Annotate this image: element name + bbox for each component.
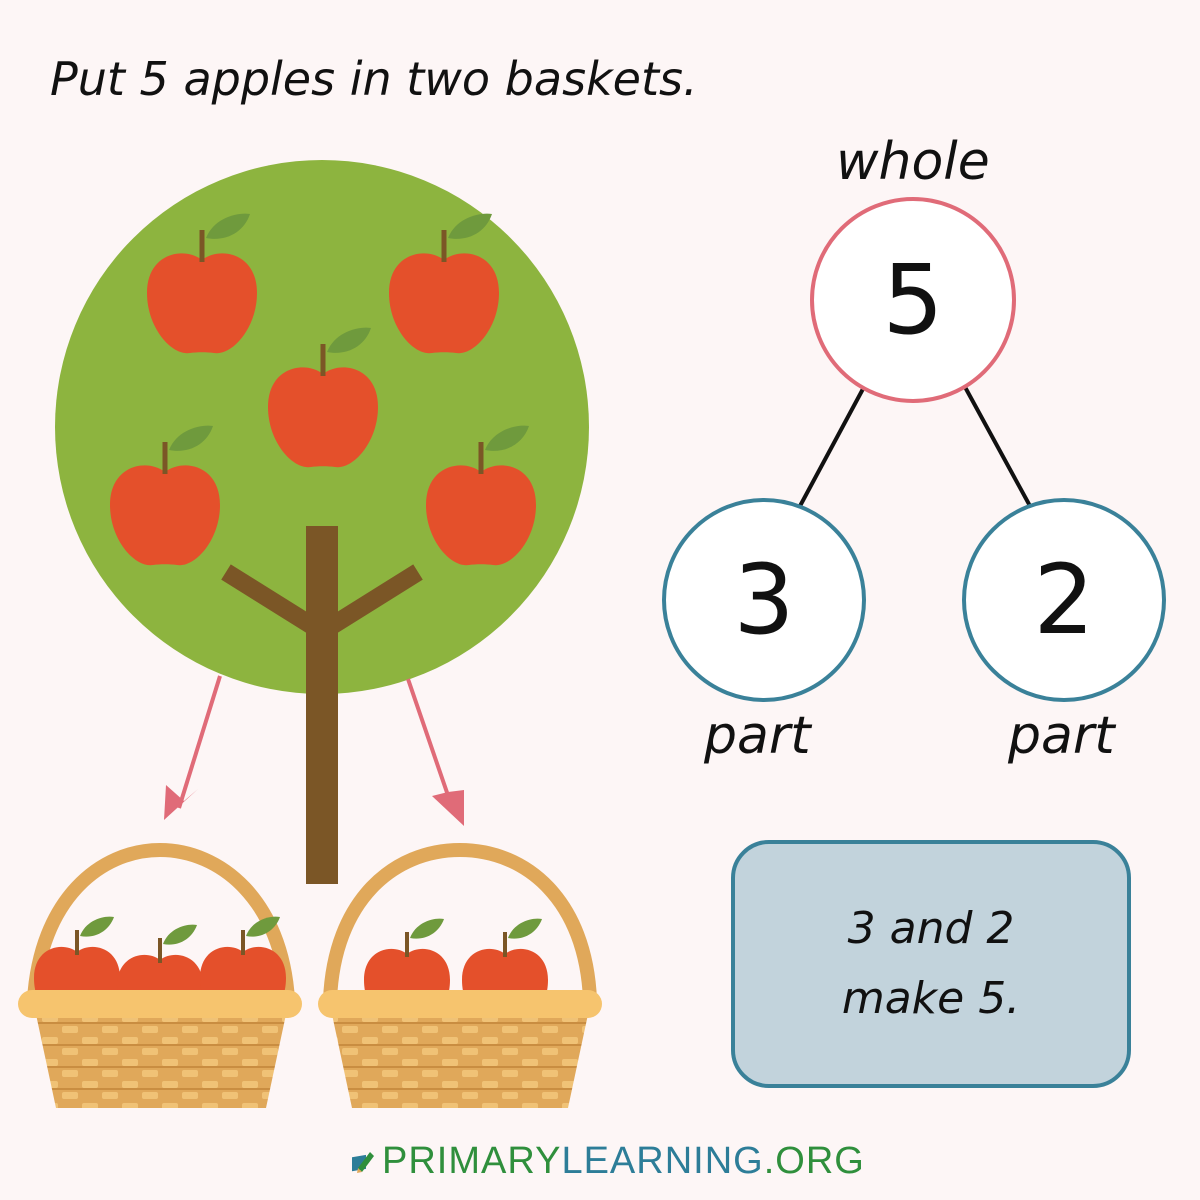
number-sentence-box: 3 and 2 make 5. [731, 840, 1131, 1088]
tree-trunk [221, 526, 423, 884]
basket-right [318, 842, 602, 1108]
part-left-value: 3 [733, 544, 795, 656]
connector-right [963, 386, 1032, 507]
part-circle-left [662, 498, 866, 702]
whole-value: 5 [882, 244, 944, 356]
whole-label: whole [836, 132, 990, 192]
connector-left [798, 386, 866, 507]
instruction-title: Put 5 apples in two baskets. [50, 52, 698, 106]
pencil-book-icon [352, 1151, 374, 1173]
part-left-label: part [704, 706, 811, 766]
arrow-left [164, 675, 222, 820]
basket-left [18, 842, 302, 1108]
brand-learning: LEARNING [561, 1140, 764, 1182]
brand-org: .ORG [763, 1140, 865, 1182]
part-right-label: part [1008, 706, 1115, 766]
arrow-right [406, 678, 464, 826]
whole-circle [810, 197, 1016, 403]
part-circle-right [962, 498, 1166, 702]
sentence-line-1: 3 and 2 [847, 903, 1015, 954]
sentence-line-2: make 5. [841, 973, 1021, 1024]
part-right-value: 2 [1033, 544, 1095, 656]
brand-primary: PRIMARY [382, 1140, 562, 1182]
